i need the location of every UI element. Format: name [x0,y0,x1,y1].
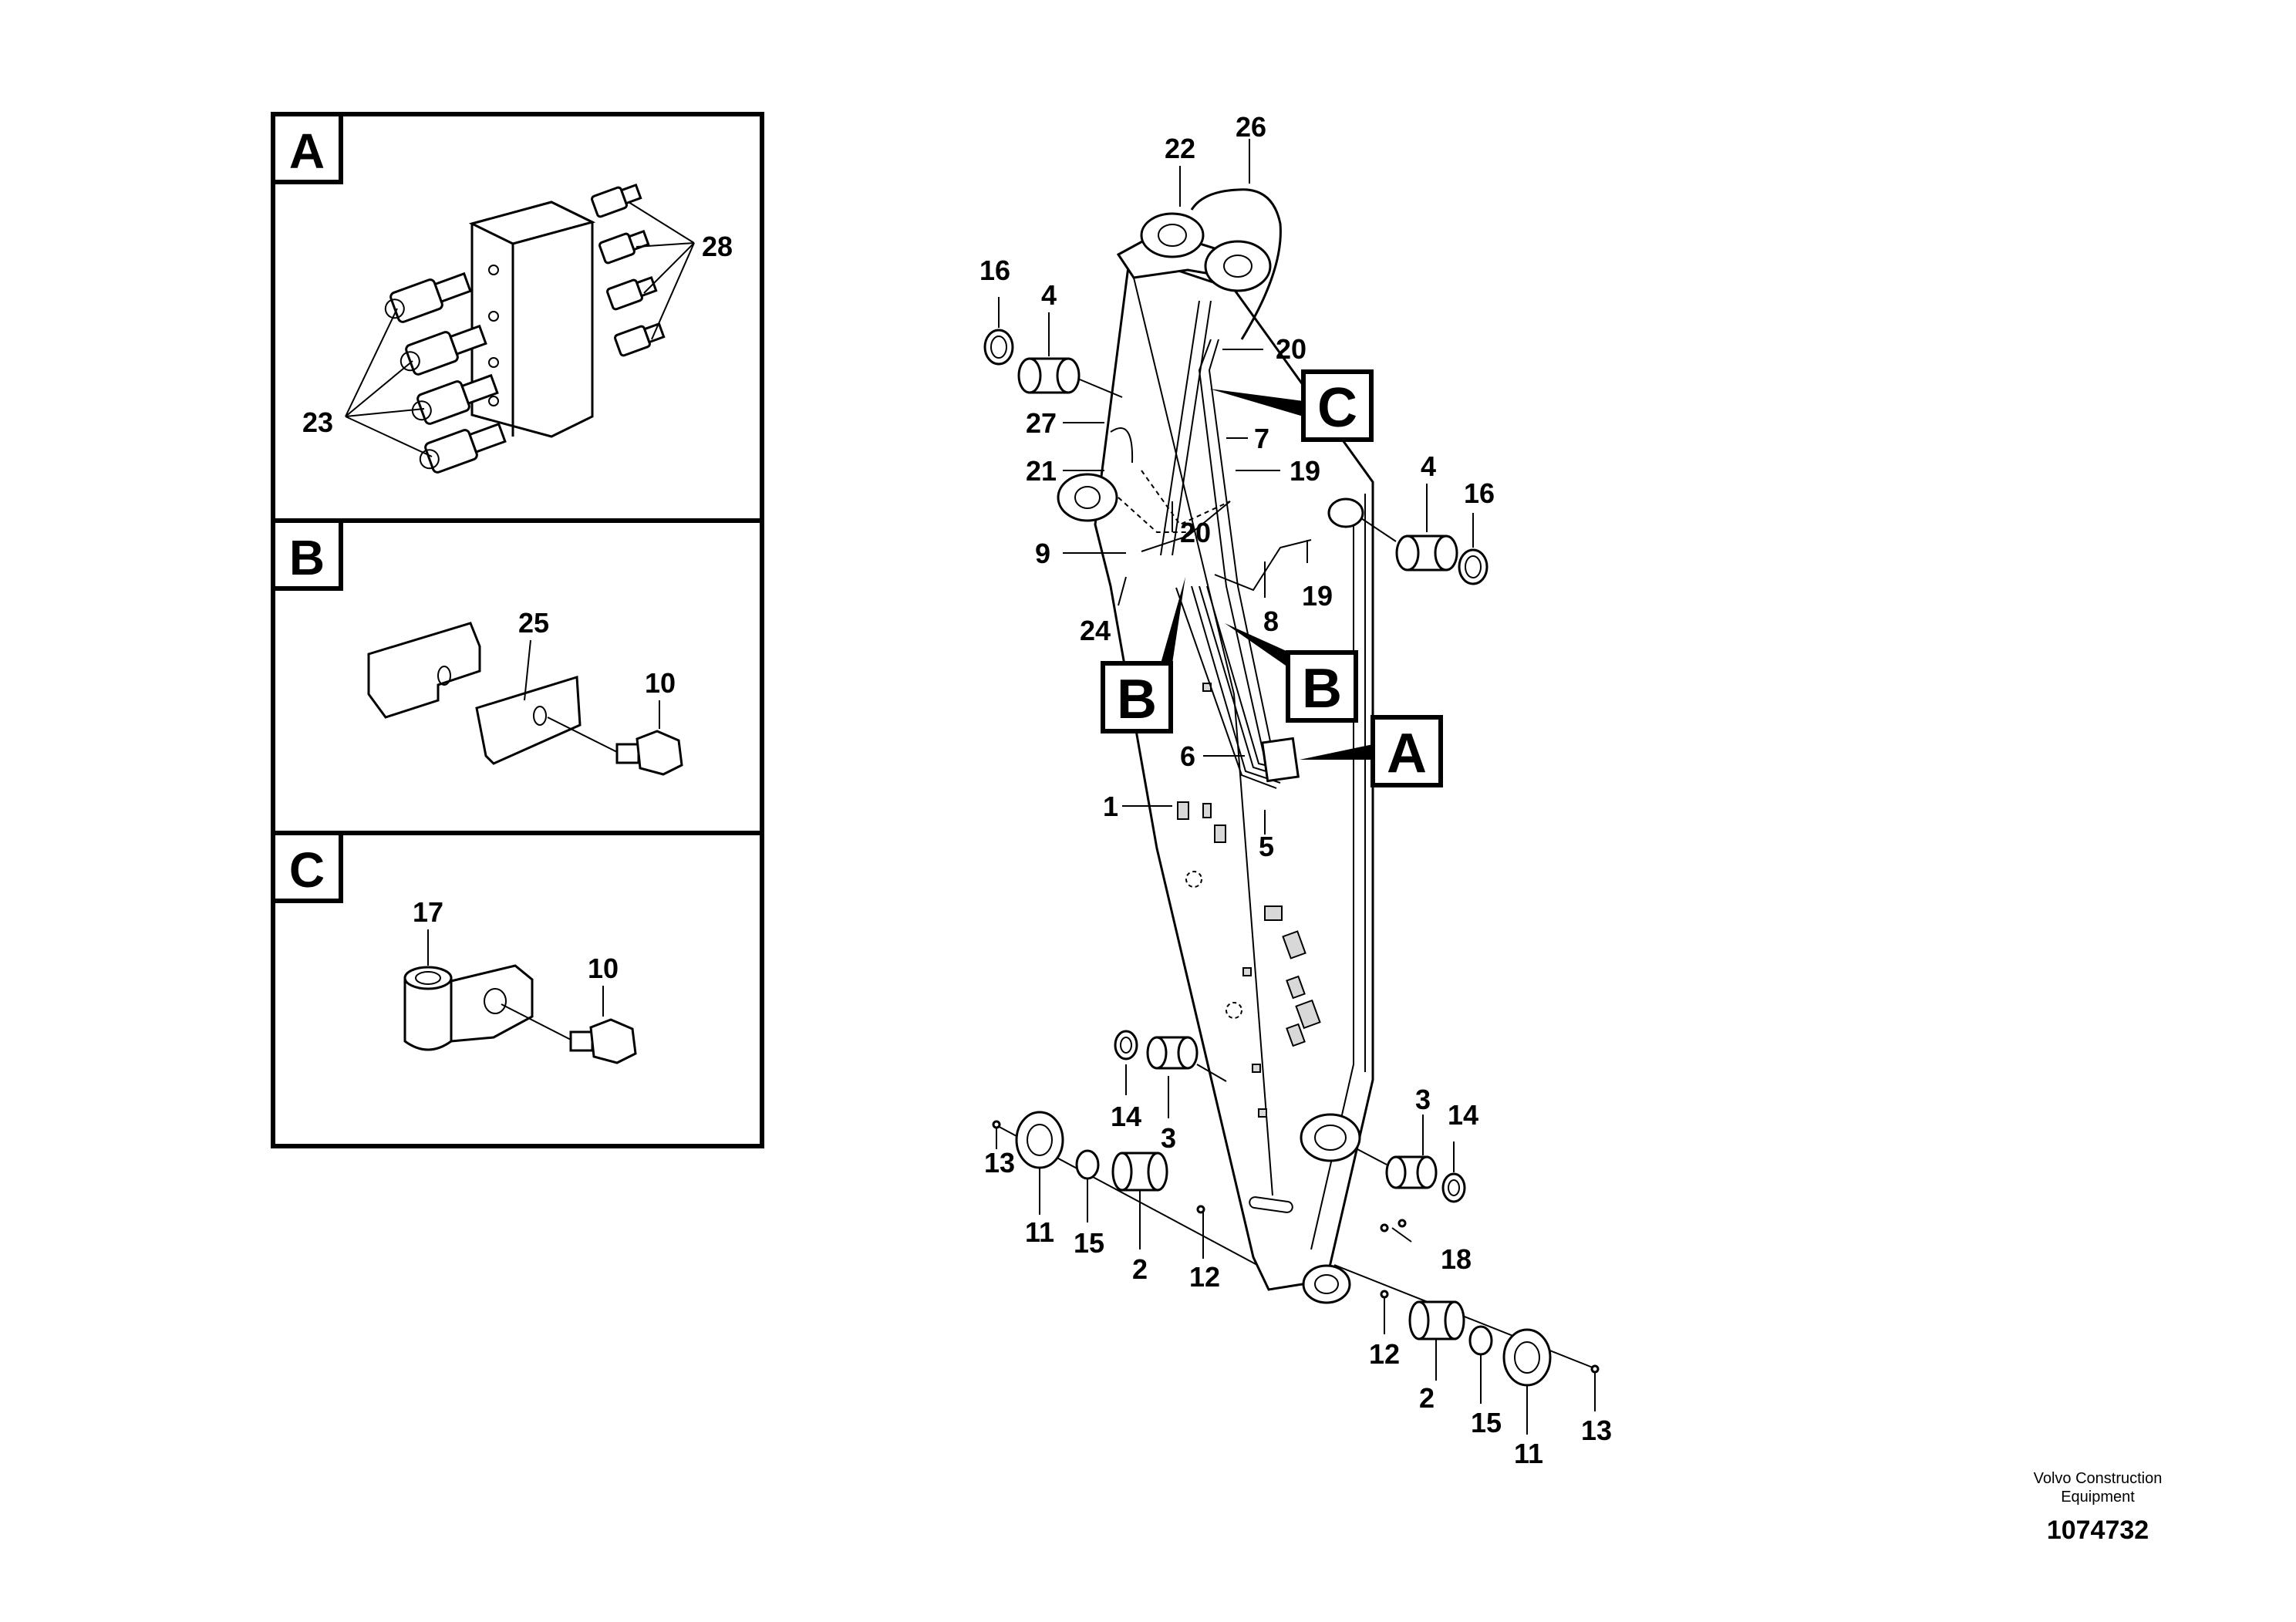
label-16-top-left: 16 [979,255,1010,286]
detail-panel-c: C 17 10 [271,831,637,1064]
p-clamp-17 [403,964,534,1051]
callout-a: A [1300,715,1443,787]
callout-c-letter: C [1317,377,1357,439]
label-6: 6 [1180,740,1195,772]
leader-lines-c [427,929,604,1017]
detail-panels-frame [271,112,764,1148]
label-10-c: 10 [588,953,619,984]
label-20-top: 20 [1276,333,1306,365]
label-3-left: 3 [1161,1122,1176,1154]
company-name-line2: Equipment [2061,1489,2135,1506]
label-28-a: 28 [702,231,733,262]
label-13-right: 13 [1581,1415,1612,1446]
label-15-right: 15 [1471,1407,1502,1438]
label-17-c: 17 [413,896,443,928]
panel-a-letter: A [289,123,325,179]
footer: Volvo Construction Equipment 1074732 [2034,1470,2163,1545]
label-22: 22 [1165,133,1195,164]
label-11-right: 11 [1514,1438,1543,1469]
label-12-left: 12 [1189,1261,1220,1293]
detail-panel-b: B 25 10 [271,518,683,776]
label-14-right: 14 [1448,1099,1478,1131]
label-4-top-left: 4 [1041,279,1057,311]
label-23-a: 23 [302,406,333,438]
label-13-left: 13 [984,1147,1015,1179]
adapter-fittings-28 [591,183,666,357]
dipper-arm [1057,212,1374,1304]
clamp-bracket [367,622,582,765]
label-4-right: 4 [1421,450,1436,482]
label-2-right: 2 [1419,1382,1435,1414]
label-18: 18 [1441,1243,1472,1275]
label-9: 9 [1035,538,1050,569]
hose-fittings-23 [384,271,507,474]
company-name-line1: Volvo Construction [2034,1470,2163,1487]
panel-b-letter: B [289,530,325,585]
callout-b-left-letter: B [1117,669,1157,730]
callout-b-left: B [1101,577,1185,733]
callout-c: C [1209,369,1374,442]
label-2-left: 2 [1132,1253,1148,1285]
label-19-top: 19 [1290,455,1320,487]
label-3-right: 3 [1415,1084,1431,1115]
label-19-mid: 19 [1302,580,1333,612]
label-10-b: 10 [645,667,676,699]
bolt-10-b [547,717,683,776]
panel-a-letter-box [271,112,343,184]
part-labels-main: 22 26 16 4 20 27 7 21 19 4 16 20 9 8 19 … [979,111,1612,1469]
panel-c-letter: C [289,842,325,898]
label-20-mid: 20 [1180,517,1211,548]
label-15-left: 15 [1074,1227,1104,1259]
label-24: 24 [1080,615,1111,646]
label-5: 5 [1259,831,1274,862]
label-21: 21 [1026,455,1057,487]
panel-c-letter-box [271,831,343,903]
label-12-right: 12 [1369,1338,1400,1370]
label-27: 27 [1026,407,1057,439]
drawing-number: 1074732 [2047,1516,2149,1545]
callout-b-right: B [1225,623,1358,723]
label-16-right: 16 [1464,477,1495,509]
pins-bushings [983,329,1600,1387]
detail-panel-a: A 28 [271,112,733,474]
callout-a-letter: A [1387,723,1427,784]
panel-b-letter-box [271,518,343,591]
callout-b-right-letter: B [1302,658,1342,720]
bolt-10-c [501,1003,637,1064]
leader-lines-a [345,201,695,457]
label-25-b: 25 [518,607,549,639]
label-26: 26 [1236,111,1266,143]
manifold-block [468,201,596,438]
label-7: 7 [1254,423,1269,454]
label-11-left: 11 [1025,1216,1054,1248]
hydraulic-lines [1110,188,1312,789]
label-1: 1 [1103,791,1118,822]
leader-lines-b [524,639,660,729]
label-8: 8 [1263,605,1279,637]
label-14-left: 14 [1111,1101,1141,1132]
leader-lines-main [996,139,1596,1435]
